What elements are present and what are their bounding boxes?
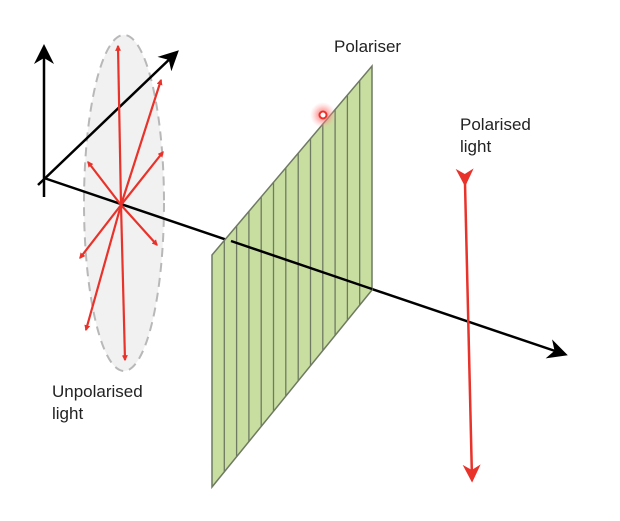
unpolarised-ellipse — [83, 34, 165, 372]
polarised-light-label-line1: Polarised — [460, 115, 531, 134]
polarised-light-label-line2: light — [460, 137, 491, 156]
unpolarised-arrow-right-high — [120, 151, 164, 206]
polariser-filter — [211, 63, 373, 490]
unpolarised-arrows — [79, 44, 164, 362]
unpolarised-light-label-line1: Unpolarised — [52, 382, 143, 401]
unpolarised-arrow-up — [115, 44, 123, 206]
unpolarised-arrow-right-low — [120, 204, 158, 246]
unpolarised-arrow-left-low — [79, 204, 122, 259]
red-glow-dot-icon — [310, 102, 336, 128]
unpolarised-light-label-line2: light — [52, 404, 83, 423]
unpolarised-arrow-left-high — [87, 161, 122, 206]
unpolarised-arrow-lower-left — [84, 204, 123, 332]
polarised-arrow — [455, 168, 481, 483]
polariser-label: Polariser — [334, 37, 401, 56]
polariser-slits — [223, 80, 361, 472]
propagation-axis-front — [230, 239, 373, 291]
unpolarised-arrow-down — [119, 204, 128, 362]
unpolarised-arrow-upper-right — [119, 78, 163, 206]
diagonal-axis — [37, 50, 179, 186]
